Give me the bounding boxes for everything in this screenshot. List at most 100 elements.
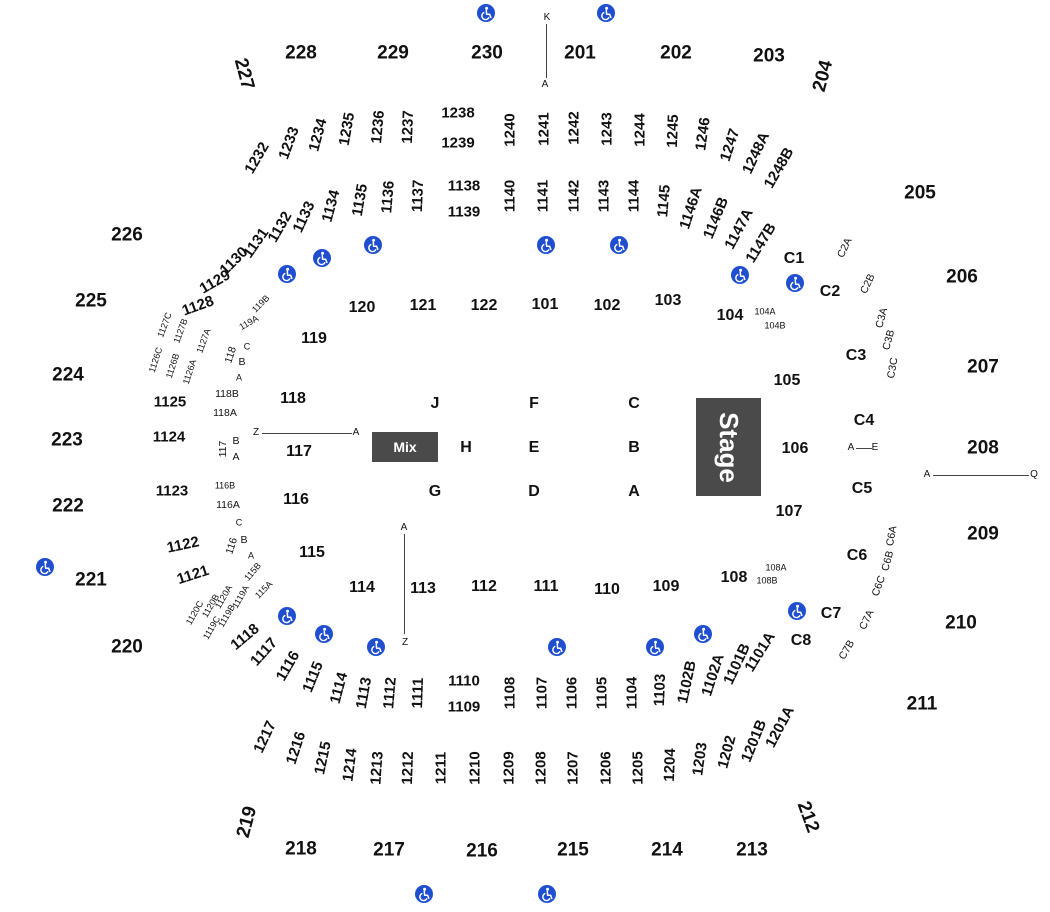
section-226[interactable]: 226 (111, 224, 143, 246)
section-e[interactable]: E (871, 442, 879, 453)
floor-section-H[interactable]: H (460, 439, 472, 456)
section-C8[interactable]: C8 (790, 632, 812, 649)
section-114[interactable]: 114 (349, 579, 375, 596)
section-1142[interactable]: 1142 (565, 179, 583, 213)
section-228[interactable]: 228 (285, 42, 317, 64)
section-1248B[interactable]: 1248B (760, 144, 798, 192)
section-c2a[interactable]: C2A (835, 236, 855, 260)
section-1241[interactable]: 1241 (535, 112, 553, 146)
section-c[interactable]: C (235, 517, 243, 528)
section-104[interactable]: 104 (716, 307, 744, 324)
section-1143[interactable]: 1143 (595, 179, 613, 213)
section-1211[interactable]: 1211 (432, 751, 450, 785)
section-1109[interactable]: 1109 (447, 698, 481, 716)
section-203[interactable]: 203 (753, 45, 785, 67)
section-1105[interactable]: 1105 (593, 676, 611, 710)
section-116b[interactable]: 116B (214, 480, 236, 491)
section-221[interactable]: 221 (75, 569, 107, 591)
section-225[interactable]: 225 (75, 290, 107, 312)
section-c6a[interactable]: C6A (884, 524, 900, 548)
section-1237[interactable]: 1237 (398, 110, 418, 144)
section-219[interactable]: 219 (232, 803, 262, 841)
section-121[interactable]: 121 (409, 297, 437, 314)
floor-section-D[interactable]: D (528, 483, 540, 500)
section-1119c[interactable]: 1119C (200, 614, 223, 642)
section-107[interactable]: 107 (775, 503, 803, 520)
section-1127b[interactable]: 1127B (171, 317, 190, 345)
section-115b[interactable]: 115B (242, 560, 263, 583)
section-1216[interactable]: 1216 (282, 729, 310, 767)
section-112[interactable]: 112 (471, 578, 497, 595)
section-1139[interactable]: 1139 (447, 203, 481, 221)
section-a[interactable]: A (247, 550, 255, 561)
section-C7[interactable]: C7 (820, 605, 842, 622)
section-217[interactable]: 217 (373, 839, 405, 861)
section-109[interactable]: 109 (652, 578, 680, 595)
section-116a[interactable]: 116A (216, 498, 240, 511)
section-108[interactable]: 108 (720, 569, 748, 586)
section-C4[interactable]: C4 (853, 412, 875, 429)
section-1214[interactable]: 1214 (339, 747, 361, 783)
section-a[interactable]: A (232, 450, 240, 463)
section-c7a[interactable]: C7A (857, 608, 877, 632)
section-104a[interactable]: 104A (754, 306, 776, 317)
section-1209[interactable]: 1209 (500, 751, 518, 785)
section-110[interactable]: 110 (594, 581, 620, 598)
section-205[interactable]: 205 (904, 182, 936, 204)
section-1245[interactable]: 1245 (663, 114, 683, 148)
section-C2[interactable]: C2 (819, 283, 841, 300)
section-1205[interactable]: 1205 (629, 751, 647, 785)
section-1124[interactable]: 1124 (152, 428, 186, 446)
section-1127a[interactable]: 1127A (194, 327, 213, 355)
section-1126c[interactable]: 1126C (146, 346, 165, 374)
section-1204[interactable]: 1204 (660, 748, 680, 782)
section-204[interactable]: 204 (808, 57, 838, 95)
section-1232[interactable]: 1232 (241, 139, 273, 177)
section-119a[interactable]: 119A (237, 313, 261, 332)
section-1207[interactable]: 1207 (564, 751, 582, 785)
section-c3a[interactable]: C3A (873, 306, 891, 330)
section-1138[interactable]: 1138 (447, 177, 481, 195)
section-227[interactable]: 227 (229, 55, 259, 93)
section-104b[interactable]: 104B (764, 320, 786, 331)
section-222[interactable]: 222 (52, 495, 84, 517)
section-102[interactable]: 102 (593, 297, 621, 314)
section-212[interactable]: 212 (792, 798, 824, 836)
section-1135[interactable]: 1135 (348, 182, 372, 218)
section-1239[interactable]: 1239 (441, 134, 475, 152)
section-1107[interactable]: 1107 (533, 676, 551, 710)
section-115a[interactable]: 115A (252, 578, 275, 601)
section-106[interactable]: 106 (781, 440, 809, 457)
section-119[interactable]: 119 (301, 330, 327, 347)
section-1212[interactable]: 1212 (398, 751, 418, 785)
section-206[interactable]: 206 (946, 266, 978, 288)
section-1203[interactable]: 1203 (689, 741, 711, 777)
section-118b[interactable]: 118B (215, 387, 239, 400)
section-b[interactable]: B (238, 355, 246, 368)
floor-section-E[interactable]: E (528, 439, 540, 456)
section-c2b[interactable]: C2B (858, 272, 878, 296)
section-118[interactable]: 118 (280, 390, 306, 407)
section-229[interactable]: 229 (377, 42, 409, 64)
section-1111[interactable]: 1111 (408, 677, 428, 709)
section-1112[interactable]: 1112 (380, 676, 400, 710)
section-1243[interactable]: 1243 (598, 112, 616, 146)
section-1233[interactable]: 1233 (275, 124, 303, 162)
section-108b[interactable]: 108B (756, 575, 778, 586)
section-113[interactable]: 113 (410, 580, 436, 597)
section-115[interactable]: 115 (299, 544, 325, 561)
section-1202[interactable]: 1202 (714, 733, 740, 771)
section-1242[interactable]: 1242 (565, 111, 583, 145)
section-101[interactable]: 101 (531, 296, 559, 313)
floor-section-J[interactable]: J (430, 395, 440, 412)
section-1247[interactable]: 1247 (716, 126, 744, 164)
section-1134[interactable]: 1134 (318, 188, 344, 224)
section-1244[interactable]: 1244 (631, 113, 649, 147)
section-1217[interactable]: 1217 (250, 718, 280, 756)
section-c6c[interactable]: C6C (869, 573, 888, 598)
section-1234[interactable]: 1234 (305, 116, 331, 154)
section-214[interactable]: 214 (651, 839, 683, 861)
section-1115[interactable]: 1115 (299, 659, 327, 695)
section-210[interactable]: 210 (945, 612, 977, 634)
section-208[interactable]: 208 (967, 437, 999, 459)
